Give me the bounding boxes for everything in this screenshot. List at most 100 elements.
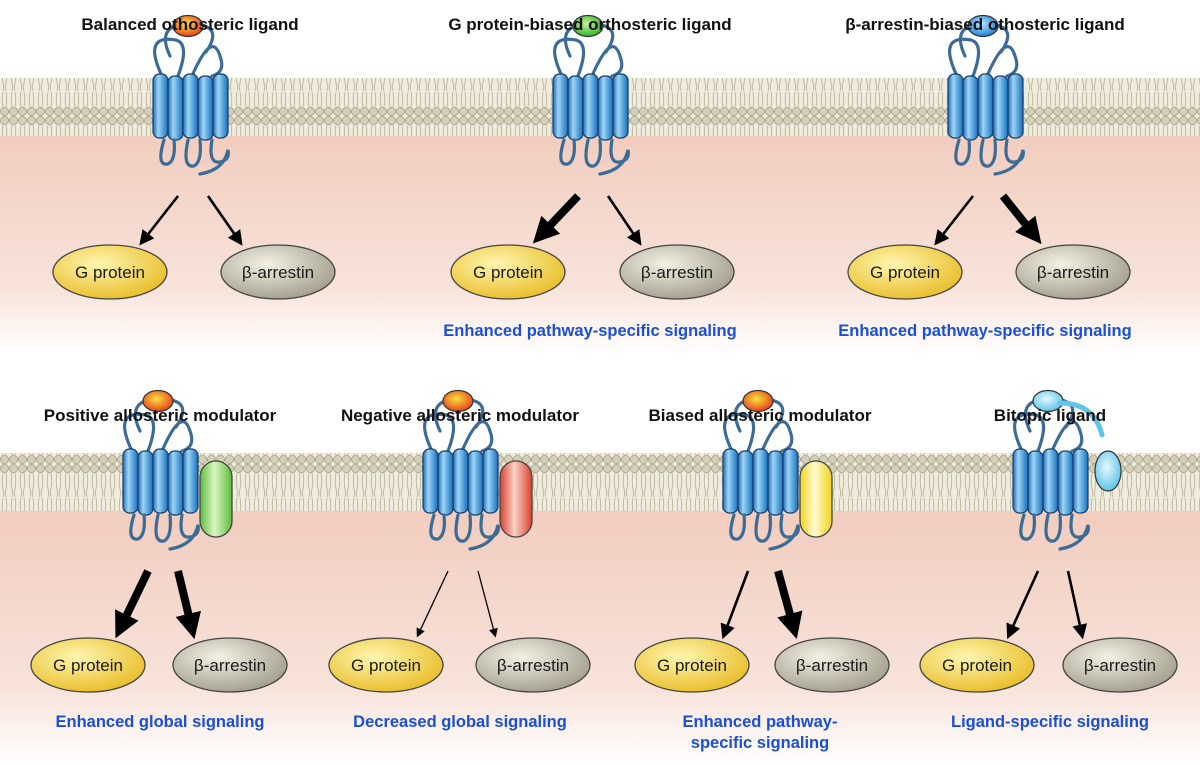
helix	[152, 448, 169, 514]
arrow-to-beta-arrestin	[477, 570, 498, 638]
panel-title: G protein-biased orthosteric ligand	[448, 15, 731, 34]
panel-caption: Enhanced pathway-specific signaling	[443, 322, 736, 340]
panel-pam: G protein β-arrestin Positive allosteric m…	[30, 389, 288, 731]
helix	[467, 450, 484, 516]
beta-arrestin-label: β-arrestin	[242, 263, 314, 282]
helix	[482, 448, 499, 514]
helix	[452, 448, 469, 514]
panel-caption: Enhanced pathway-	[683, 713, 838, 731]
intracellular-loops	[159, 138, 230, 176]
beta-arrestin-oval	[619, 244, 735, 300]
panel-title: Bitopic ligand	[994, 406, 1106, 425]
panel-caption: Ligand-specific signaling	[951, 713, 1149, 731]
orthosteric-ligand-icon	[142, 389, 174, 413]
helix	[1027, 450, 1044, 516]
helix	[182, 73, 199, 139]
intracellular-loops	[129, 513, 200, 551]
helix	[197, 75, 214, 141]
g-protein-label: G protein	[942, 656, 1012, 675]
beta-arrestin-oval	[1062, 637, 1178, 693]
g-protein-label: G protein	[473, 263, 543, 282]
panel-title: Negative allosteric modulator	[341, 406, 579, 425]
panel-bitopic: G protein β-arrestin Bitopic ligandLigand-…	[919, 389, 1178, 731]
helix	[992, 75, 1009, 141]
panel-caption: specific signaling	[691, 734, 829, 752]
panels: G protein β-arrestin Balanced othosteric l…	[30, 14, 1178, 752]
intracellular-loops	[729, 513, 800, 551]
arrow-to-g-protein	[934, 195, 975, 246]
intracellular-loops	[429, 513, 500, 551]
helix	[767, 450, 784, 516]
arrow-to-beta-arrestin	[174, 570, 201, 640]
helix	[137, 450, 154, 516]
helix	[437, 450, 454, 516]
helix	[977, 73, 994, 139]
helix	[152, 73, 169, 139]
g-protein-oval	[328, 637, 444, 693]
beta-arrestin-label: β-arrestin	[194, 656, 266, 675]
g-protein-oval	[450, 244, 566, 300]
beta-arrestin-oval	[172, 637, 288, 693]
beta-arrestin-oval	[1015, 244, 1131, 300]
orthosteric-ligand-icon	[572, 14, 604, 38]
helix	[1042, 448, 1059, 514]
allosteric-pharmacophore-icon	[1094, 450, 1122, 492]
helix	[122, 448, 139, 514]
beta-arrestin-label: β-arrestin	[497, 656, 569, 675]
helix	[582, 73, 599, 139]
arrow-to-g-protein	[139, 195, 180, 246]
helix	[597, 75, 614, 141]
panel-title: Balanced othosteric ligand	[81, 15, 298, 34]
arrow-to-beta-arrestin	[606, 195, 642, 246]
g-protein-oval	[847, 244, 963, 300]
bitopic-linker	[1057, 400, 1105, 438]
panel-nam: G protein β-arrestin Negative allosteric m…	[328, 389, 591, 731]
beta-arrestin-label: β-arrestin	[796, 656, 868, 675]
helix	[567, 75, 584, 141]
helix	[612, 73, 629, 139]
helix	[962, 75, 979, 141]
allosteric-modulator-icon	[499, 460, 533, 538]
beta-arrestin-label: β-arrestin	[641, 263, 713, 282]
helix	[752, 448, 769, 514]
panel-title: β-arrestin-biased othosteric ligand	[845, 15, 1125, 34]
arrow-to-beta-arrestin	[774, 569, 803, 640]
intracellular-loops	[1019, 513, 1090, 551]
helix	[1057, 450, 1074, 516]
beta-arrestin-oval	[475, 637, 591, 693]
beta-arrestin-label: β-arrestin	[1084, 656, 1156, 675]
allosteric-modulator-icon	[799, 460, 833, 538]
arrow-to-g-protein	[720, 570, 750, 640]
panel-caption: Enhanced global signaling	[55, 713, 264, 731]
beta-arrestin-label: β-arrestin	[1037, 263, 1109, 282]
helix	[182, 448, 199, 514]
helix	[782, 448, 799, 514]
helix	[552, 73, 569, 139]
intracellular-loops	[559, 138, 630, 176]
g-protein-label: G protein	[75, 263, 145, 282]
beta-arrestin-oval	[220, 244, 336, 300]
helix	[947, 73, 964, 139]
g-protein-label: G protein	[53, 656, 123, 675]
g-protein-oval	[634, 637, 750, 693]
panel-g-biased: G protein β-arrestin G protein-biased orth…	[443, 14, 737, 340]
arrow-to-beta-arrestin	[206, 195, 243, 246]
helix	[167, 75, 184, 141]
panel-balanced: G protein β-arrestin Balanced othosteric l…	[52, 14, 336, 300]
arrow-to-beta-arrestin	[999, 193, 1042, 245]
helix	[167, 450, 184, 516]
helix	[1012, 448, 1029, 514]
g-protein-oval	[52, 244, 168, 300]
arrow-to-g-protein	[1006, 570, 1040, 640]
panel-caption: Decreased global signaling	[353, 713, 567, 731]
helix	[722, 448, 739, 514]
g-protein-label: G protein	[351, 656, 421, 675]
panel-caption: Enhanced pathway-specific signaling	[838, 322, 1131, 340]
panel-title: Positive allosteric modulator	[44, 406, 277, 425]
g-protein-oval	[919, 637, 1035, 693]
panel-title: Biased allosteric modulator	[649, 406, 872, 425]
beta-arrestin-oval	[774, 637, 890, 693]
